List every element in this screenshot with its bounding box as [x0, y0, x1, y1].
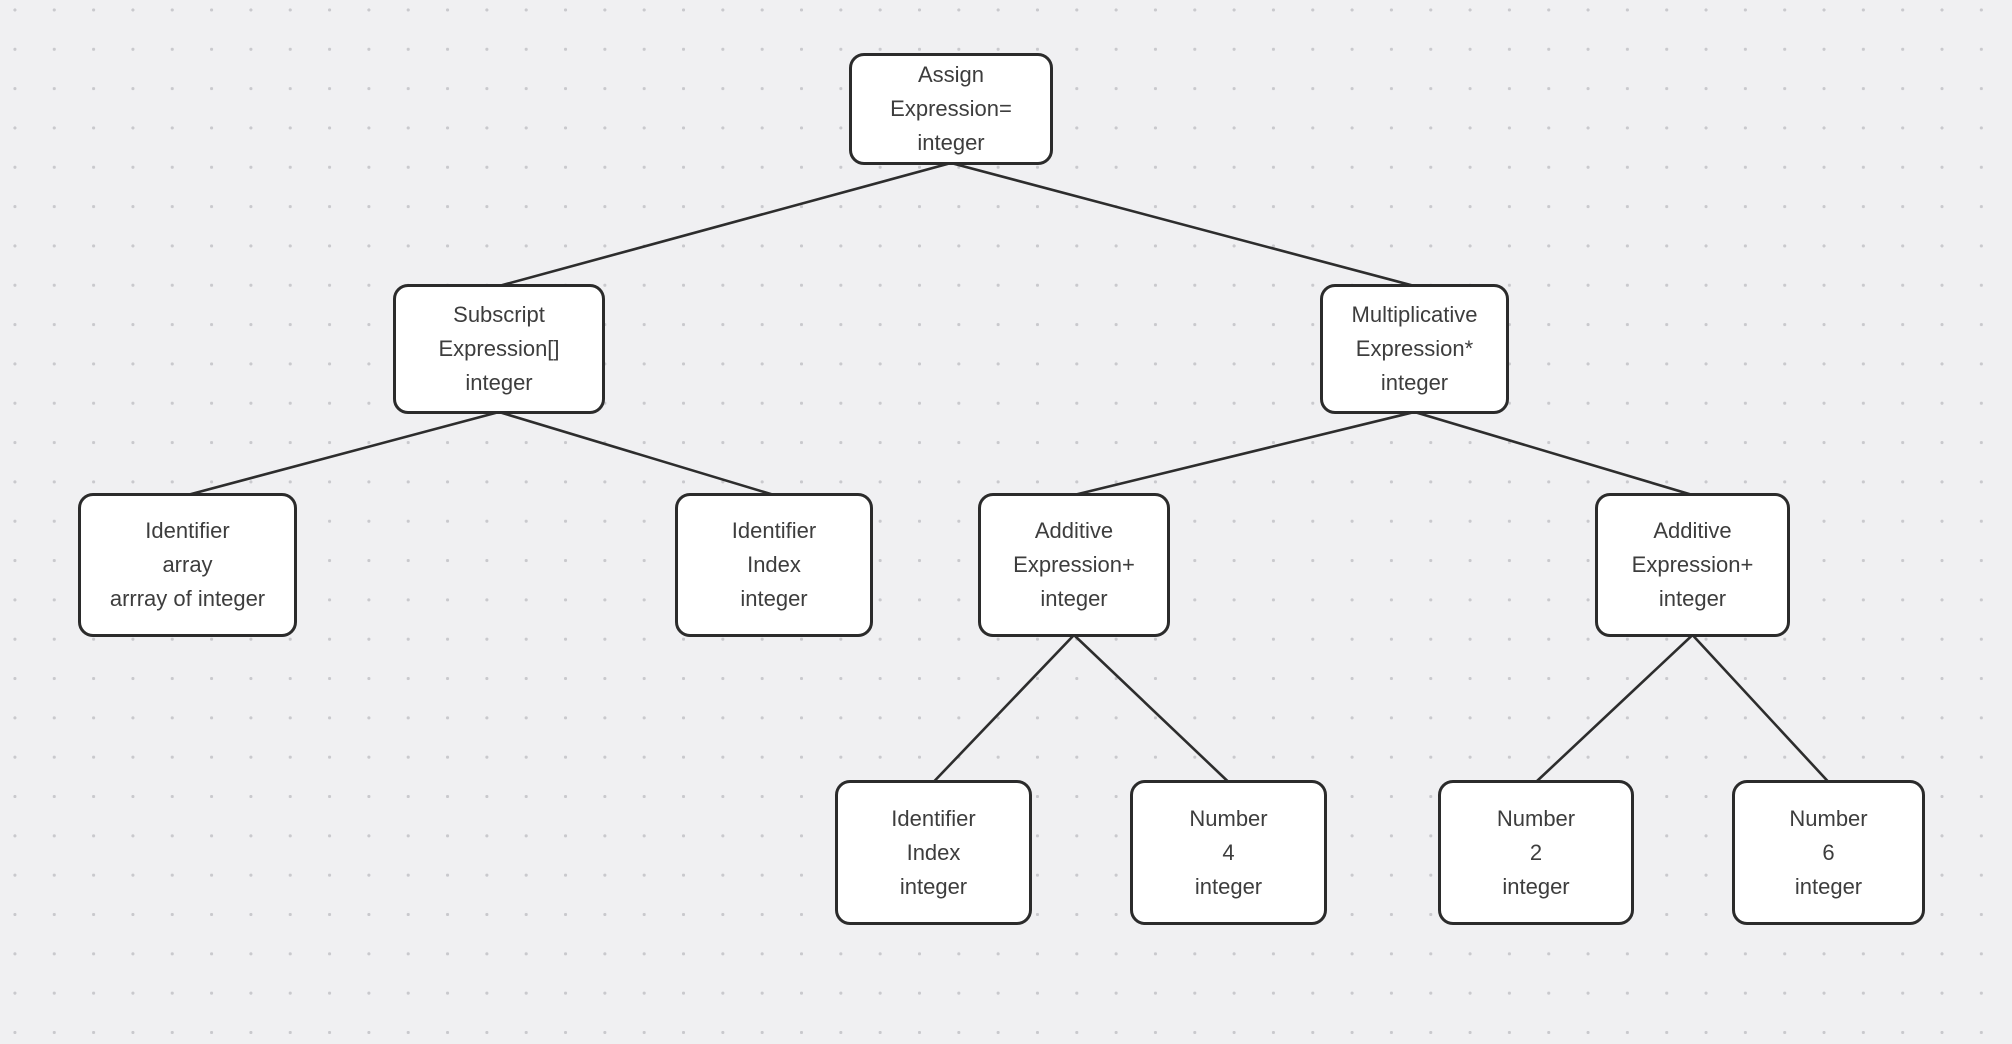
node-label-line: integer: [1502, 873, 1570, 899]
node-label-line: array: [162, 552, 213, 577]
node-label-line: Expression=: [890, 96, 1012, 121]
node-label-line: integer: [1658, 586, 1727, 611]
tree-node-number-6[interactable]: Number 6 integer: [1732, 780, 1925, 925]
node-label-line: Assign: [917, 62, 985, 87]
node-label-line: integer: [740, 586, 808, 611]
node-label-line: Identifier: [891, 805, 976, 831]
tree-edge-multiplicative-additive-left: [1072, 410, 1416, 497]
node-label-line: Multiplicative: [1351, 302, 1478, 327]
tree-edge-additive-left-number-4: [1072, 633, 1230, 784]
node-label-line: integer: [899, 873, 968, 899]
node-label-line: Index: [906, 839, 961, 865]
node-label-line: 6: [1822, 839, 1835, 865]
tree-edge-multiplicative-additive-right: [1413, 410, 1694, 497]
node-label-line: integer: [1040, 586, 1108, 611]
node-label-line: Expression[]: [438, 336, 560, 361]
node-label-line: 4: [1222, 839, 1235, 865]
node-label-line: Expression+: [1631, 552, 1754, 577]
tree-edge-additive-right-number-2: [1534, 633, 1694, 784]
node-label-line: integer: [917, 130, 985, 155]
node-label-line: Additive: [1653, 518, 1732, 543]
tree-edge-assign-subscript: [497, 161, 953, 288]
node-label-line: Number: [1189, 805, 1268, 831]
tree-edge-subscript-identifier-index: [497, 410, 776, 497]
node-label-line: Number: [1496, 805, 1576, 831]
node-label-line: 2: [1529, 839, 1543, 865]
tree-edge-additive-left-identifier-index-leaf: [932, 633, 1076, 784]
node-label-line: Identifier: [145, 518, 230, 543]
tree-edge-additive-right-number-6: [1691, 633, 1830, 784]
node-label-line: integer: [1794, 873, 1863, 899]
node-label-line: integer: [465, 370, 533, 395]
node-label-line: Subscript: [453, 302, 545, 327]
node-label-line: arrray of integer: [109, 586, 266, 611]
tree-edge-subscript-identifier-array: [186, 410, 501, 497]
node-label-line: Expression*: [1355, 336, 1474, 361]
node-label-line: Number: [1789, 805, 1868, 831]
tree-node-number-2[interactable]: Number 2 integer: [1438, 780, 1634, 925]
tree-edge-assign-multiplicative: [949, 161, 1416, 288]
node-label-line: integer: [1380, 370, 1449, 395]
node-label-line: Expression+: [1013, 552, 1135, 577]
node-label-line: integer: [1194, 873, 1263, 899]
node-label-line: Identifier: [731, 518, 817, 543]
node-label-line: Additive: [1034, 518, 1114, 543]
tree-node-number-4[interactable]: Number 4 integer: [1130, 780, 1327, 925]
tree-node-identifier-array[interactable]: Identifier array arrray of integer: [78, 493, 297, 637]
node-label-line: Index: [747, 552, 801, 577]
